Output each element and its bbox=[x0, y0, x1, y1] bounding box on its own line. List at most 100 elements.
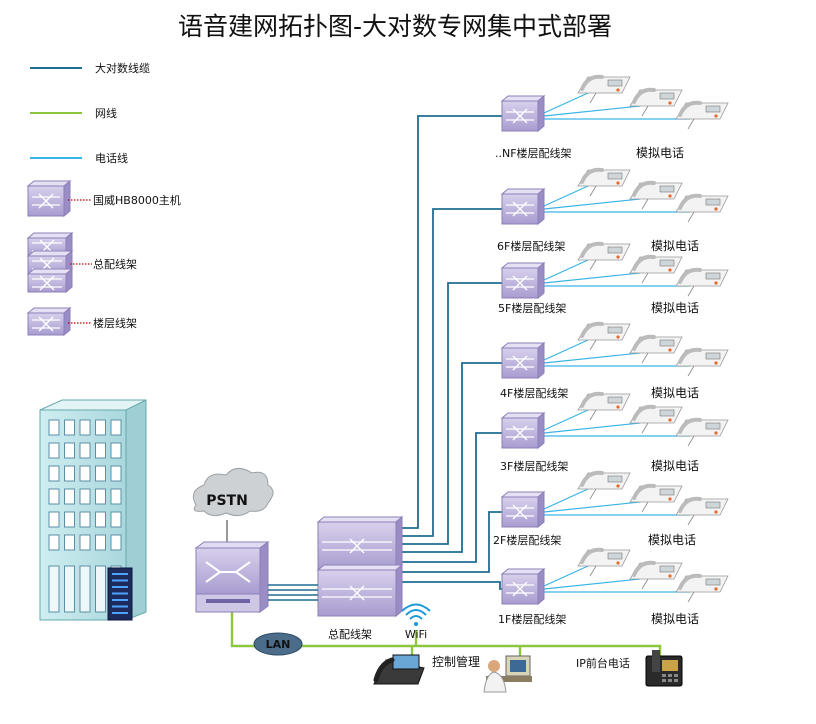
building-window bbox=[110, 465, 122, 482]
server-rack-led bbox=[112, 605, 128, 608]
building-window bbox=[64, 488, 75, 505]
phone-line bbox=[543, 501, 641, 513]
server-rack-led bbox=[112, 573, 128, 575]
legend-main-frame-icon bbox=[26, 267, 74, 294]
trunk-cable bbox=[396, 208, 502, 537]
floor-frame-label: 6F楼层配线架 bbox=[497, 239, 565, 253]
wifi-icon bbox=[401, 603, 431, 626]
ip-phone-label: IP前台电话 bbox=[576, 656, 630, 670]
phone-label: 模拟电话 bbox=[636, 146, 684, 160]
analog-phone bbox=[675, 347, 729, 377]
pbx-host bbox=[194, 541, 270, 613]
analog-phone bbox=[629, 254, 683, 284]
building-window bbox=[95, 442, 106, 459]
phone-line bbox=[543, 578, 641, 590]
floor-frame bbox=[500, 490, 546, 529]
analog-phone bbox=[675, 193, 729, 223]
trunk-cable bbox=[396, 511, 502, 573]
building-window bbox=[48, 442, 60, 459]
phone-label: 模拟电话 bbox=[651, 386, 699, 400]
trunk-cable bbox=[396, 115, 502, 529]
building-window bbox=[79, 565, 91, 613]
building-window bbox=[64, 511, 75, 528]
analog-phone bbox=[675, 496, 729, 526]
legend-pbx-icon bbox=[26, 179, 72, 218]
legend-label: 电话线 bbox=[95, 151, 128, 165]
analog-phone bbox=[675, 573, 729, 603]
phone-line bbox=[543, 352, 641, 364]
lan-hub bbox=[253, 632, 303, 656]
building-window bbox=[79, 511, 91, 528]
building-window bbox=[95, 488, 106, 505]
server-rack-led bbox=[112, 586, 128, 588]
building-window bbox=[48, 565, 60, 613]
building-window bbox=[64, 465, 75, 482]
floor-frame-label: 1F楼层配线架 bbox=[498, 612, 566, 626]
phone-label: 模拟电话 bbox=[651, 459, 699, 473]
phone-label: 模拟电话 bbox=[651, 612, 699, 626]
floor-frame bbox=[500, 94, 546, 133]
legend-label: 大对数线缆 bbox=[95, 61, 150, 75]
analog-phone bbox=[629, 560, 683, 590]
floor-frame-label: 3F楼层配线架 bbox=[500, 459, 568, 473]
legend-label: 总配线架 bbox=[93, 257, 137, 271]
trunk-cable bbox=[396, 282, 502, 545]
analog-phone bbox=[577, 167, 631, 197]
building-window bbox=[79, 488, 91, 505]
building-window bbox=[48, 534, 60, 551]
building-window bbox=[64, 442, 75, 459]
building-window bbox=[48, 488, 60, 505]
analog-phone bbox=[577, 391, 631, 421]
building-window bbox=[79, 419, 91, 436]
building-window bbox=[79, 465, 91, 482]
analog-phone bbox=[577, 470, 631, 500]
analog-phone bbox=[577, 74, 631, 104]
lan-label: LAN bbox=[266, 638, 291, 651]
main-frame-label: 总配线架 bbox=[328, 627, 372, 641]
floor-branch: 3F楼层配线架 模拟电话 bbox=[500, 391, 729, 473]
floor-frame bbox=[500, 341, 546, 380]
phone-line bbox=[543, 488, 589, 510]
server-rack-led bbox=[112, 599, 128, 601]
analog-phone bbox=[577, 241, 631, 271]
building-window bbox=[95, 511, 106, 528]
legend-label: 网线 bbox=[95, 106, 117, 120]
building-window bbox=[64, 565, 75, 613]
building-window bbox=[110, 488, 122, 505]
analog-phone bbox=[629, 180, 683, 210]
floor-frame bbox=[500, 567, 546, 606]
floor-frame-label: 4F楼层配线架 bbox=[500, 386, 568, 400]
analog-phone bbox=[675, 267, 729, 297]
phone-line bbox=[543, 339, 589, 361]
analog-phone bbox=[629, 87, 683, 117]
phone-line bbox=[543, 105, 641, 117]
analog-phone bbox=[629, 404, 683, 434]
main-frame-unit-bottom bbox=[316, 563, 404, 618]
analog-phone bbox=[675, 417, 729, 447]
building-window bbox=[79, 534, 91, 551]
building-window bbox=[48, 511, 60, 528]
building-window bbox=[95, 565, 106, 613]
building-window bbox=[110, 442, 122, 459]
phone-line bbox=[543, 272, 641, 284]
control-label: 控制管理 bbox=[432, 654, 480, 669]
ip-phone-icon bbox=[373, 654, 425, 685]
building-window bbox=[110, 511, 122, 528]
trunk-cable bbox=[396, 362, 502, 553]
phone-line bbox=[543, 565, 589, 587]
floor-frame-label: 2F楼层配线架 bbox=[493, 533, 561, 547]
building-window bbox=[79, 442, 91, 459]
trunk-cable bbox=[396, 432, 502, 563]
building-window bbox=[48, 465, 60, 482]
diagram-title: 语音建网拓扑图-大对数专网集中式部署 bbox=[178, 12, 612, 41]
office-building bbox=[39, 399, 147, 621]
building-window bbox=[64, 534, 75, 551]
building-window bbox=[48, 419, 60, 436]
building-window bbox=[95, 419, 106, 436]
analog-phone bbox=[577, 547, 631, 577]
phone-label: 模拟电话 bbox=[648, 533, 696, 547]
